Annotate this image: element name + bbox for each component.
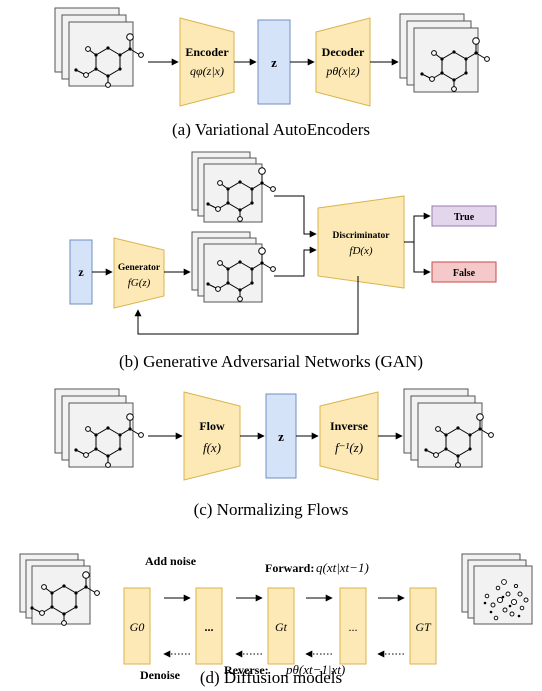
vae-encoder-block: Encoder qφ(z|x) (179, 17, 235, 107)
flow-latent-block: z (265, 393, 297, 479)
diffusion-caption: (d) Diffusion models (199, 668, 343, 687)
diffusion-panel: Add noise Forward: q(xt|xt−1) G0 ... Gt … (19, 553, 533, 682)
flow-input-molecule-stack (54, 388, 144, 468)
diffusion-forward-formula: q(xt|xt−1) (316, 560, 369, 575)
diffusion-g0-block: G0 (123, 587, 151, 665)
diffusion-noise-stack (461, 553, 533, 625)
gan-false-block: False (431, 261, 497, 283)
diffusion-input-molecule-stack (19, 553, 100, 626)
diffusion-denoise-label: Denoise (140, 668, 181, 682)
vae-decoder-formula: pθ(x|z) (325, 64, 359, 78)
flow-forward-label: Flow (199, 419, 225, 433)
diffusion-gt-block: Gt (267, 587, 295, 665)
flow-inverse-formula: f⁻¹(z) (335, 440, 363, 455)
gan-latent-label: z (78, 265, 84, 279)
gan-true-label: True (454, 212, 475, 223)
gan-real-molecule-stack (191, 151, 276, 223)
vae-latent-block: z (257, 19, 291, 105)
gan-latent-block: z (69, 239, 93, 305)
flow-latent-label: z (278, 429, 284, 444)
diffusion-dots2-block: ... (339, 587, 367, 665)
gan-arrow-real (274, 195, 317, 238)
flow-caption: (c) Normalizing Flows (194, 500, 349, 519)
vae-decoder-label: Decoder (322, 45, 365, 59)
flow-inverse-block: Inverse f⁻¹(z) (319, 391, 379, 481)
vae-input-molecule-stack (54, 7, 144, 88)
noise-points (484, 579, 529, 621)
gan-generated-molecule-stack (191, 231, 276, 303)
noise-dots (483, 595, 521, 618)
flow-forward-formula: f(x) (203, 440, 221, 455)
vae-encoder-formula: qφ(z|x) (190, 64, 224, 78)
diffusion-reverse-formula: pθ(xt−1|xt) (285, 662, 345, 677)
gan-true-block: True (431, 205, 497, 227)
gan-discriminator-label: Discriminator (333, 231, 391, 241)
diffusion-reverse-label: Reverse: (224, 663, 269, 677)
gan-generator-formula: fG(z) (128, 277, 151, 289)
diffusion-gT-block: GT (409, 587, 437, 665)
diffusion-gt-label: Gt (275, 620, 288, 634)
gan-discriminator-block: Discriminator fD(x) (317, 195, 405, 289)
vae-output-molecule-stack (399, 13, 490, 93)
gan-feedback-arrow (134, 276, 359, 335)
gan-generator-label: Generator (118, 263, 161, 273)
vae-latent-label: z (271, 55, 277, 70)
flow-inverse-label: Inverse (330, 419, 369, 433)
vae-decoder-block: Decoder pθ(x|z) (315, 17, 371, 107)
diffusion-gT-label: GT (415, 620, 432, 634)
gan-arrow-true (404, 212, 431, 243)
gan-arrow-false (404, 241, 431, 276)
gan-panel: z Generator fG(z) Discriminator fD(x) Tr… (69, 151, 497, 371)
vae-panel: Encoder qφ(z|x) z Decoder pθ(x|z) (a) Va… (54, 7, 490, 139)
gan-discriminator-formula: fD(x) (349, 245, 373, 257)
flow-forward-block: Flow f(x) (183, 391, 241, 481)
diffusion-add-noise-label: Add noise (145, 554, 197, 568)
diffusion-g0-label: G0 (130, 620, 145, 634)
gan-generator-block: Generator fG(z) (113, 237, 165, 309)
gan-arrow-fake (274, 246, 317, 277)
diffusion-dots1-label: ... (205, 620, 214, 634)
diffusion-forward-label: Forward: (265, 561, 314, 575)
vae-caption: (a) Variational AutoEncoders (172, 120, 370, 139)
diffusion-dots2-label: ... (349, 620, 358, 634)
flow-panel: Flow f(x) z Inverse f⁻¹(z) (c) Normalizi… (54, 388, 494, 519)
gan-caption: (b) Generative Adversarial Networks (GAN… (119, 352, 423, 371)
vae-encoder-label: Encoder (185, 45, 229, 59)
flow-output-molecule-stack (403, 388, 494, 468)
gan-false-label: False (453, 268, 476, 279)
diffusion-dots1-block: ... (195, 587, 223, 665)
